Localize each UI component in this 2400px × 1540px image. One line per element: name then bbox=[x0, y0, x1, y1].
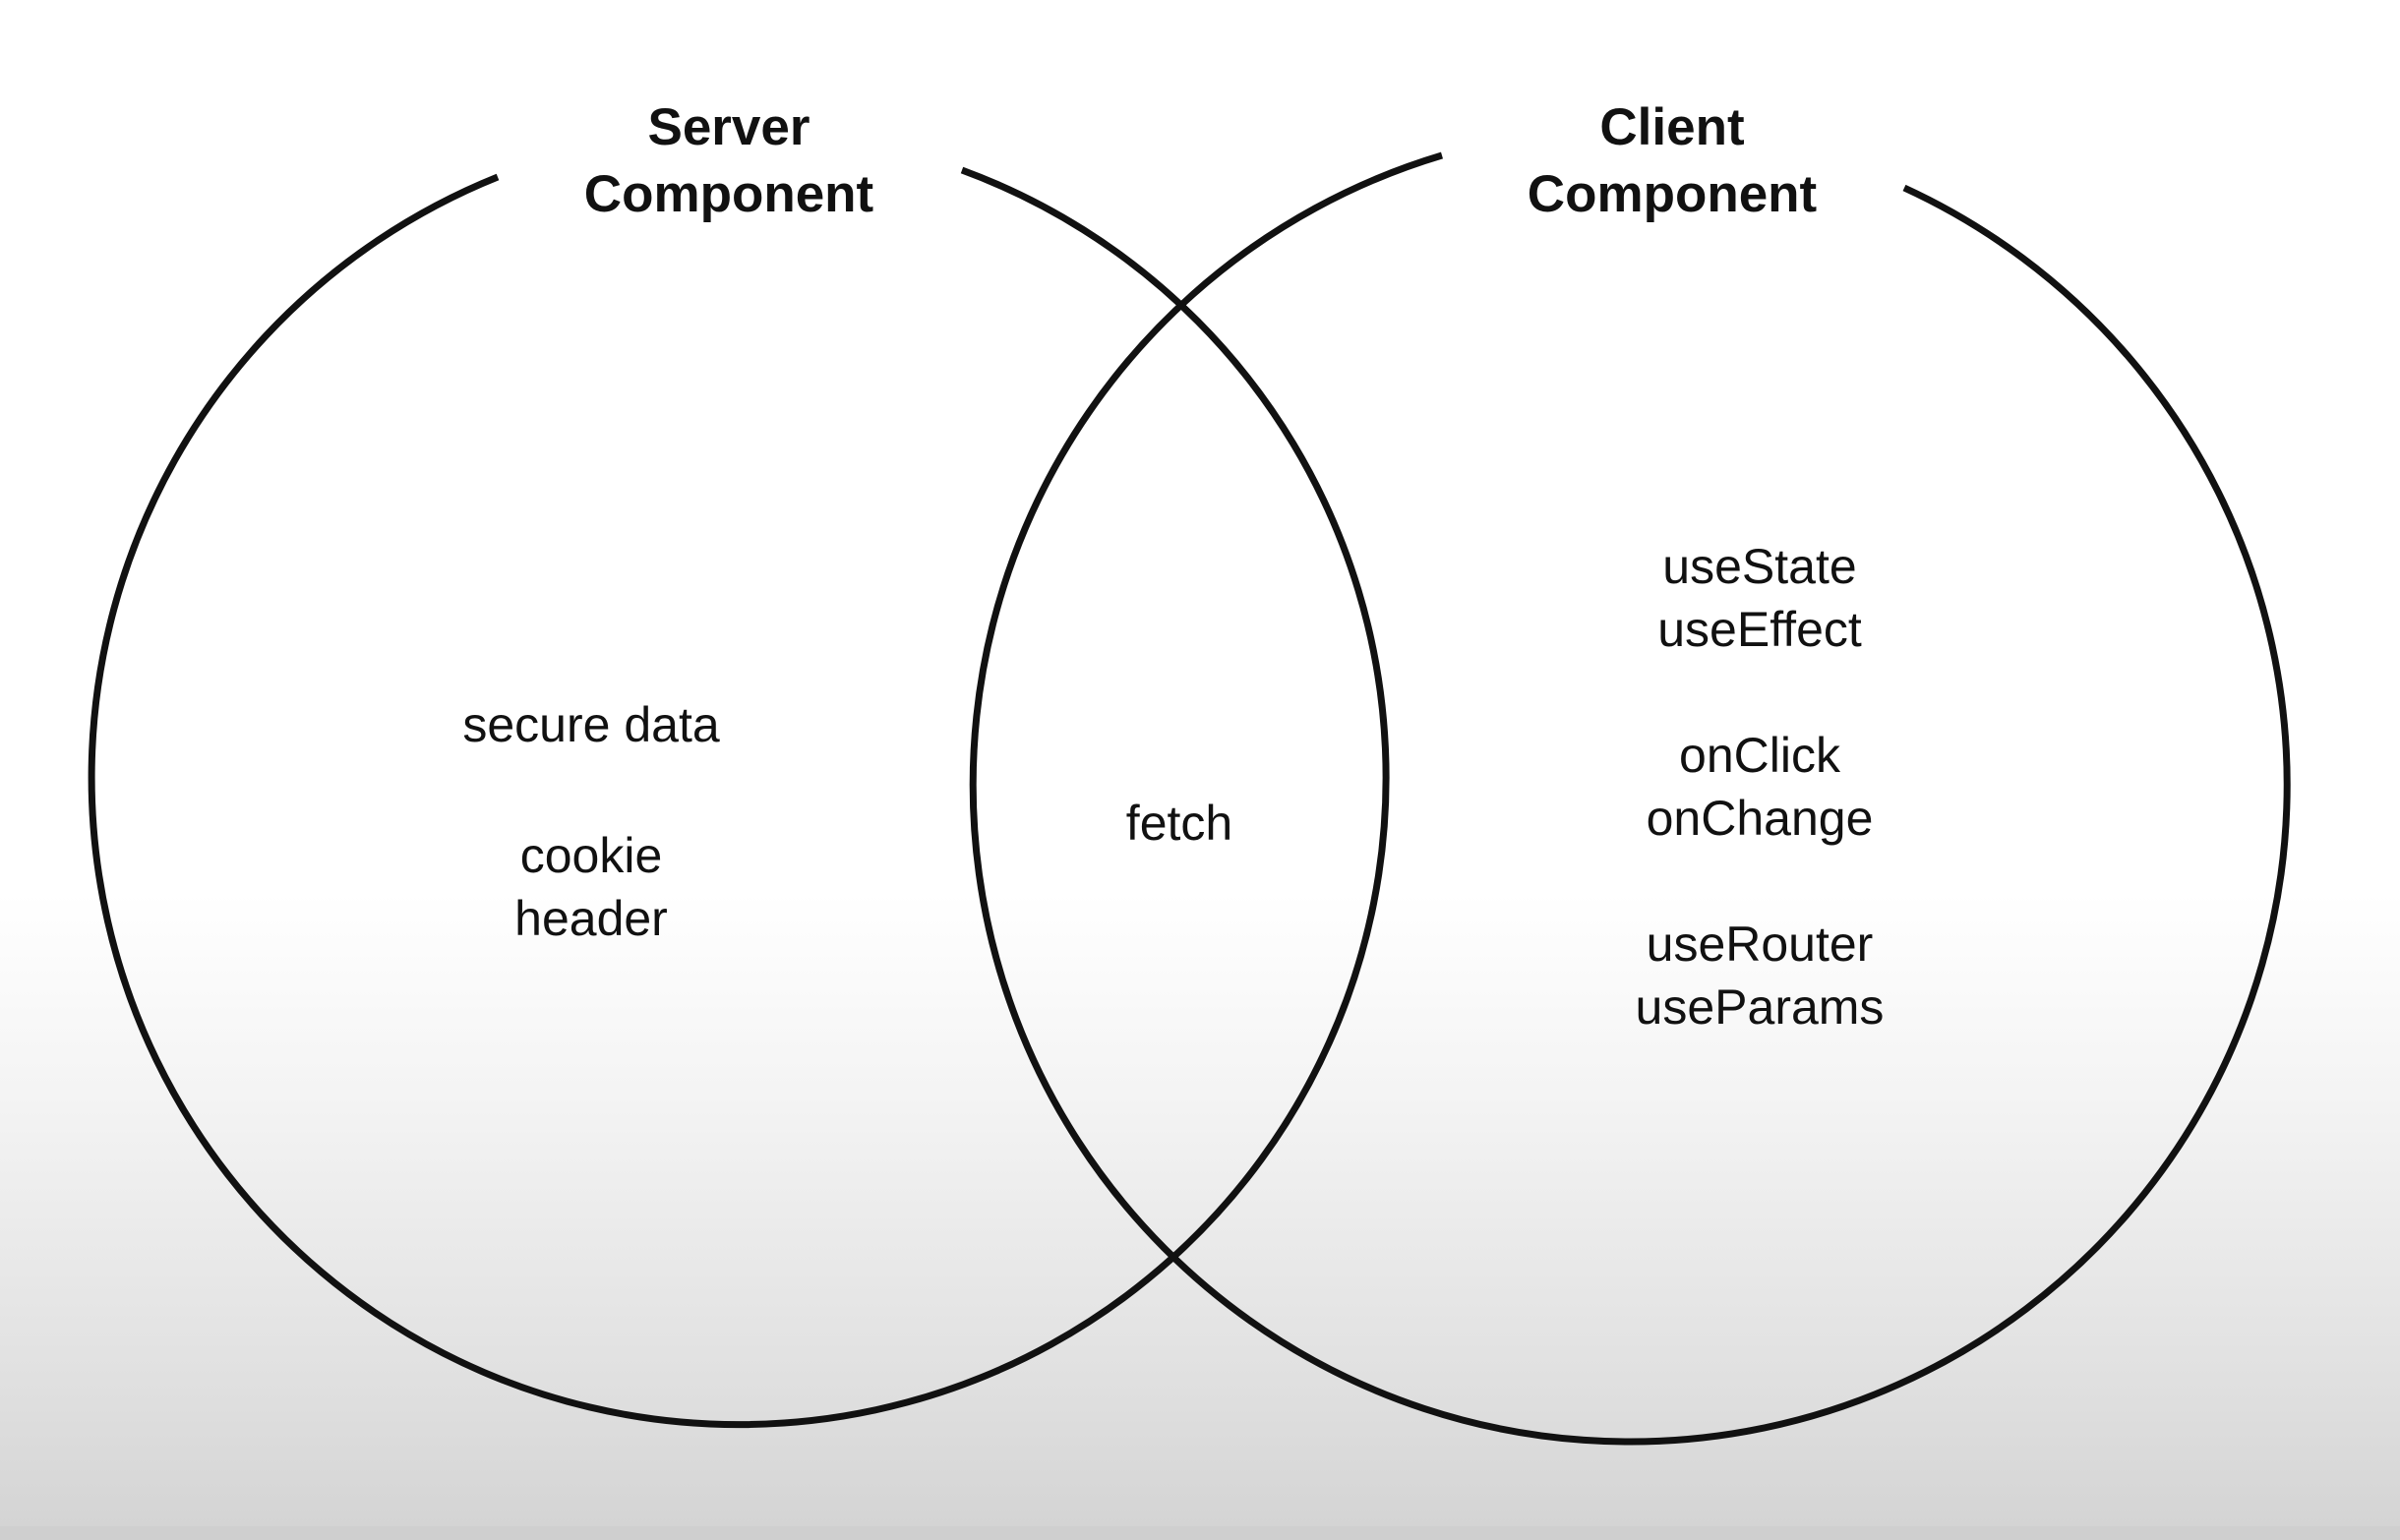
server-item-secure-data: secure data bbox=[462, 697, 720, 752]
server-item-cookie-header: cookie header bbox=[514, 824, 668, 950]
client-item-click-change: onClick onChange bbox=[1647, 724, 1874, 850]
client-item-onchange: onChange bbox=[1646, 791, 1874, 846]
server-item-header: header bbox=[514, 891, 668, 946]
server-title-line-2: Component bbox=[583, 165, 874, 223]
client-title-line-2: Component bbox=[1527, 165, 1818, 223]
server-title-line-1: Server bbox=[647, 98, 810, 156]
client-item-usestate: useState bbox=[1662, 539, 1857, 594]
client-item-useparams: useParams bbox=[1635, 979, 1885, 1035]
server-component-title: Server Component bbox=[584, 94, 873, 228]
client-item-onclick: onClick bbox=[1679, 728, 1840, 783]
server-item-cookie: cookie bbox=[519, 828, 663, 883]
client-component-circle bbox=[969, 151, 2291, 1446]
client-item-userouter: useRouter bbox=[1646, 917, 1874, 972]
client-item-useeffect: useEffect bbox=[1657, 602, 1862, 657]
server-component-circle bbox=[88, 166, 1390, 1429]
bottom-edge-bar bbox=[0, 1526, 2400, 1540]
client-item-state-effect: useState useEffect bbox=[1657, 535, 1862, 661]
client-item-router-params: useRouter useParams bbox=[1636, 913, 1885, 1038]
intersection-item-fetch: fetch bbox=[1125, 796, 1233, 851]
client-title-line-1: Client bbox=[1599, 98, 1745, 156]
client-component-title: Client Component bbox=[1528, 94, 1817, 228]
